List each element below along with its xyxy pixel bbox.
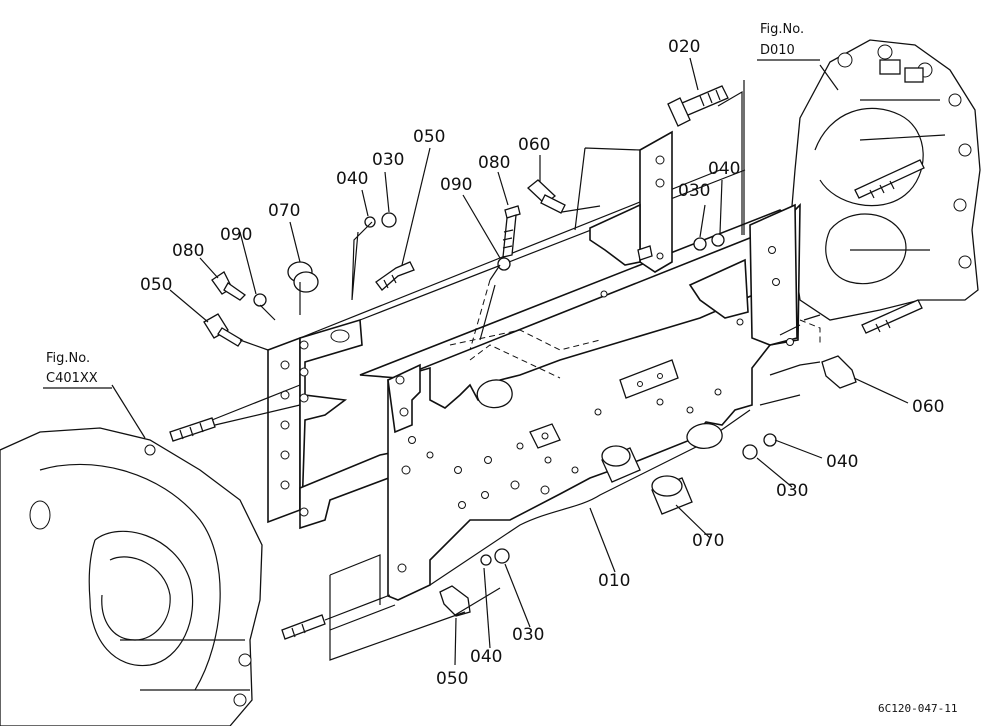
nut-090-upper — [497, 257, 511, 271]
clutch-housing-left — [0, 427, 263, 726]
label-020: 020 — [668, 37, 700, 57]
bushing-070-center — [601, 445, 641, 483]
bolt-060-upper — [527, 179, 566, 214]
label-070-upper: 070 — [268, 201, 300, 221]
bolt-050-upper — [375, 261, 415, 291]
drawing-code: 6C120-047-11 — [878, 702, 957, 715]
fig-number-left: C401XX — [46, 371, 98, 386]
top-bracket — [589, 130, 749, 319]
nut-030-right — [693, 237, 707, 251]
bolt-020 — [667, 85, 729, 127]
fig-label-right: Fig.No. — [760, 22, 804, 37]
label-040-low: 040 — [470, 647, 502, 667]
washer-040-low — [480, 554, 492, 566]
label-030-right: 030 — [678, 181, 710, 201]
washer-040-upper — [364, 216, 376, 228]
label-060-lower: 060 — [912, 397, 944, 417]
label-030-mid: 030 — [776, 481, 808, 501]
assembly-lines — [211, 80, 821, 661]
figure-ref-left: Fig.No. C401XX — [43, 351, 112, 389]
fig-label-left: Fig.No. — [46, 351, 90, 366]
label-090-left: 090 — [220, 225, 252, 245]
label-090-upper: 090 — [440, 175, 472, 195]
label-030-upper: 030 — [372, 150, 404, 170]
studs-right — [854, 159, 925, 334]
label-050-lower: 050 — [436, 669, 468, 689]
nut-090-left — [253, 293, 267, 307]
bushing-070-upper — [287, 261, 319, 293]
bolt-050-left — [203, 313, 243, 347]
label-040-mid: 040 — [826, 452, 858, 472]
label-050-left: 050 — [140, 275, 172, 295]
fig-number-right: D010 — [760, 43, 795, 58]
bolt-050-lower — [439, 585, 471, 617]
label-080-upper: 080 — [478, 153, 510, 173]
washer-040-mid — [763, 433, 777, 447]
label-070-lower: 070 — [692, 531, 724, 551]
label-040-upper: 040 — [336, 169, 368, 189]
bushing-070-lower — [651, 475, 693, 515]
label-040-right: 040 — [708, 159, 740, 179]
callout-labels: 020 060 080 090 050 030 040 070 090 080 … — [140, 37, 944, 689]
label-030-low: 030 — [512, 625, 544, 645]
nut-030-mid — [742, 444, 758, 460]
main-frame-010 — [299, 169, 801, 601]
label-010: 010 — [598, 571, 630, 591]
label-050-upper: 050 — [413, 127, 445, 147]
bolt-080-upper — [502, 205, 521, 258]
bolt-060-lower — [821, 355, 857, 389]
figure-ref-right: Fig.No. D010 — [757, 22, 820, 61]
label-080-left: 080 — [172, 241, 204, 261]
leader-lines — [111, 57, 909, 666]
nut-030-upper — [381, 212, 397, 228]
washer-040-right — [711, 233, 725, 247]
studs-left — [169, 417, 326, 640]
label-060-upper: 060 — [518, 135, 550, 155]
nut-030-low — [494, 548, 510, 564]
